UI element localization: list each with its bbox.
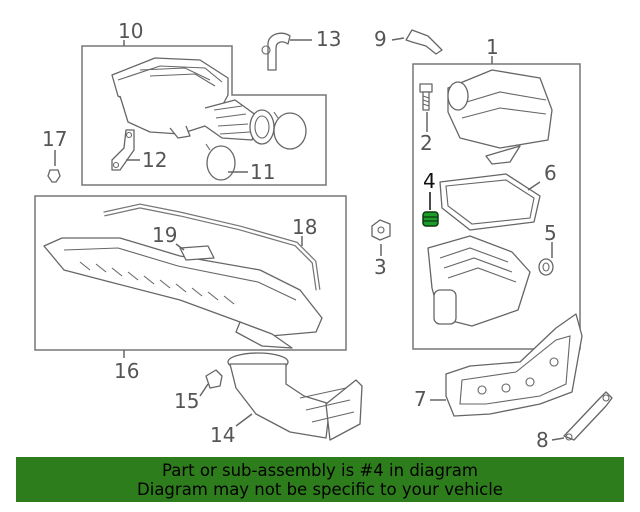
part-16-deflector[interactable] <box>43 237 323 349</box>
leader-9 <box>391 37 405 41</box>
callout-16[interactable]: 16 <box>114 359 139 383</box>
leader-15 <box>199 383 209 397</box>
callout-1[interactable]: 1 <box>486 35 499 59</box>
part-6-filter[interactable] <box>439 173 541 231</box>
callout-3[interactable]: 3 <box>374 255 387 279</box>
part-12-bracket[interactable] <box>111 129 135 171</box>
callout-12[interactable]: 12 <box>142 148 167 172</box>
callout-14[interactable]: 14 <box>210 423 235 447</box>
part-14-outlet-duct[interactable] <box>227 352 363 441</box>
part-1-air-cleaner-top[interactable] <box>447 69 553 165</box>
callout-7[interactable]: 7 <box>414 387 427 411</box>
banner-line-part: Part or sub-assembly is #4 in diagram <box>162 461 478 480</box>
leader-19 <box>175 243 185 251</box>
callout-9[interactable]: 9 <box>374 27 387 51</box>
callout-6[interactable]: 6 <box>544 161 557 185</box>
callout-4[interactable]: 4 <box>423 169 436 193</box>
part-13-hose[interactable] <box>261 32 291 71</box>
leader-8 <box>551 437 565 441</box>
banner-line-disclaimer: Diagram may not be specific to your vehi… <box>137 480 503 499</box>
callout-19[interactable]: 19 <box>152 223 177 247</box>
exploded-parts-diagram: 10 13 9 1 2 17 12 11 4 6 5 3 19 18 16 15… <box>34 19 613 452</box>
fitment-banner: Part or sub-assembly is #4 in diagram Di… <box>16 457 624 502</box>
part-18-hose[interactable] <box>103 203 321 291</box>
callout-2[interactable]: 2 <box>420 131 433 155</box>
leader-14 <box>235 413 253 427</box>
callout-18[interactable]: 18 <box>292 215 317 239</box>
leader-6 <box>527 181 541 191</box>
callout-11[interactable]: 11 <box>250 160 275 184</box>
part-4-grommet[interactable] <box>422 211 439 227</box>
part-17-bolt[interactable] <box>47 169 61 183</box>
part-2-bolt[interactable] <box>419 83 433 111</box>
group-box-16 <box>34 195 347 351</box>
part-19-label[interactable] <box>179 245 215 261</box>
part-7-tray[interactable] <box>445 313 583 417</box>
callout-15[interactable]: 15 <box>174 389 199 413</box>
callout-17[interactable]: 17 <box>42 127 67 151</box>
part-3-nut[interactable] <box>371 219 391 241</box>
part-5-seal[interactable] <box>538 258 554 276</box>
part-15-fastener[interactable] <box>205 369 223 389</box>
part-8-strap[interactable] <box>563 391 613 441</box>
callout-5[interactable]: 5 <box>544 221 557 245</box>
callout-10[interactable]: 10 <box>118 19 143 43</box>
part-9-bracket[interactable] <box>405 29 443 55</box>
part-10-intake-assembly[interactable] <box>111 57 275 145</box>
callout-13[interactable]: 13 <box>316 27 341 51</box>
callout-8[interactable]: 8 <box>536 428 549 452</box>
part-1-air-cleaner-lower[interactable] <box>427 235 531 327</box>
group-box-10 <box>81 45 327 186</box>
